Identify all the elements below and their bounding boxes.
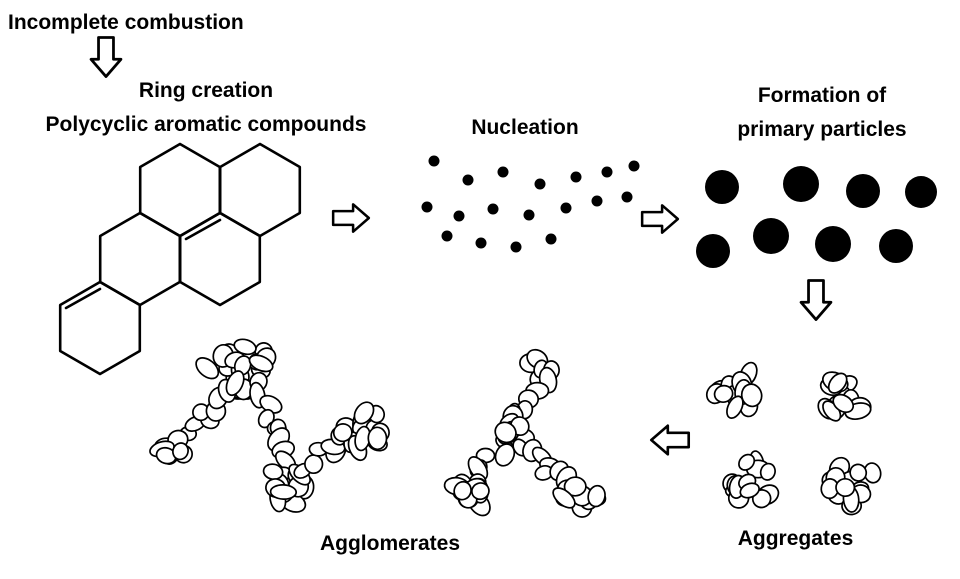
label-agglomerates: Agglomerates: [319, 532, 461, 555]
soot-sphere: [587, 484, 606, 508]
soot-sphere: [353, 401, 375, 425]
benzene-ring: [58, 280, 142, 376]
primary-particle: [705, 170, 739, 204]
nucleus-dot: [628, 160, 640, 172]
aggregate-cluster: [705, 361, 763, 419]
soot-sphere: [225, 370, 245, 397]
arrow-left-icon: [649, 424, 691, 456]
primary-particle: [846, 174, 880, 208]
pah-molecule-drawing: [58, 142, 302, 376]
label-ring-creation-block: Ring creation Polycyclic aromatic compou…: [0, 74, 412, 142]
double-bond: [64, 287, 102, 310]
soot-sphere: [248, 354, 274, 373]
nucleus-dot: [510, 241, 522, 253]
soot-sphere: [835, 477, 856, 498]
primary-particle: [696, 234, 730, 268]
soot-sphere: [759, 462, 776, 481]
benzene-ring: [138, 142, 222, 238]
nucleus-dot: [621, 191, 633, 203]
nucleus-dot: [487, 203, 499, 215]
double-bond: [184, 218, 222, 241]
nucleus-dot: [570, 171, 582, 183]
soot-sphere: [494, 443, 516, 467]
arrow-down-icon: [799, 279, 833, 321]
label-formation-line1: Formation of: [757, 84, 887, 107]
nucleus-dot: [523, 209, 535, 221]
nucleus-dot: [591, 195, 603, 207]
aggregate-cluster: [820, 456, 882, 516]
aggregate-cluster: [722, 450, 780, 509]
nucleus-dot: [428, 155, 440, 167]
aggregates-clusters: [705, 361, 882, 516]
primary-particles: [696, 166, 937, 268]
primary-particle: [905, 176, 937, 208]
nucleus-dot: [475, 237, 487, 249]
nucleus-dot: [534, 178, 546, 190]
label-aggregates: Aggregates: [737, 527, 854, 550]
label-formation-block: Formation of primary particles: [712, 79, 932, 147]
aggregate-cluster: [817, 371, 872, 422]
nucleus-dot: [441, 230, 453, 242]
primary-particle: [815, 226, 851, 262]
benzene-ring: [178, 211, 262, 307]
nucleus-dot: [545, 233, 557, 245]
agglomerate-large: [149, 338, 390, 513]
soot-sphere: [367, 426, 388, 451]
soot-sphere: [494, 421, 517, 444]
primary-particle: [879, 229, 913, 263]
soot-sphere: [195, 357, 220, 380]
label-nucleation: Nucleation: [471, 116, 579, 139]
soot-sphere: [832, 393, 855, 414]
label-formation-line2: primary particles: [737, 118, 907, 141]
primary-particle: [783, 166, 819, 202]
soot-sphere: [453, 480, 472, 501]
benzene-ring: [98, 211, 182, 307]
agglomerate-small: [443, 348, 607, 518]
nucleus-dot: [462, 174, 474, 186]
label-polycyclic-aromatic-compounds: Polycyclic aromatic compounds: [45, 113, 367, 136]
soot-sphere: [849, 463, 868, 482]
benzene-ring: [218, 142, 302, 238]
soot-sphere: [738, 453, 756, 471]
soot-sphere: [172, 442, 189, 461]
nucleus-dot: [497, 166, 509, 178]
soot-sphere: [470, 482, 490, 501]
soot-sphere: [827, 372, 848, 394]
label-incomplete-combustion: Incomplete combustion: [8, 11, 244, 34]
soot-sphere: [740, 383, 763, 408]
soot-sphere: [233, 338, 257, 356]
soot-sphere: [739, 482, 760, 499]
arrow-right-icon: [331, 203, 371, 233]
nucleus-dot: [421, 201, 433, 213]
label-ring-creation: Ring creation: [138, 79, 274, 102]
soot-sphere: [304, 454, 324, 475]
soot-sphere: [563, 476, 587, 497]
arrow-down-icon: [89, 36, 123, 78]
soot-sphere: [269, 484, 298, 500]
nucleus-dot: [601, 166, 613, 178]
soot-sphere: [726, 395, 744, 419]
arrow-right-icon: [640, 204, 680, 234]
nucleus-dot: [560, 202, 572, 214]
soot-sphere: [713, 384, 734, 404]
nucleus-dot: [453, 210, 465, 222]
primary-particle: [753, 218, 789, 254]
soot-sphere: [552, 487, 576, 509]
soot-sphere: [332, 423, 353, 443]
nucleation-dots: [421, 155, 640, 253]
